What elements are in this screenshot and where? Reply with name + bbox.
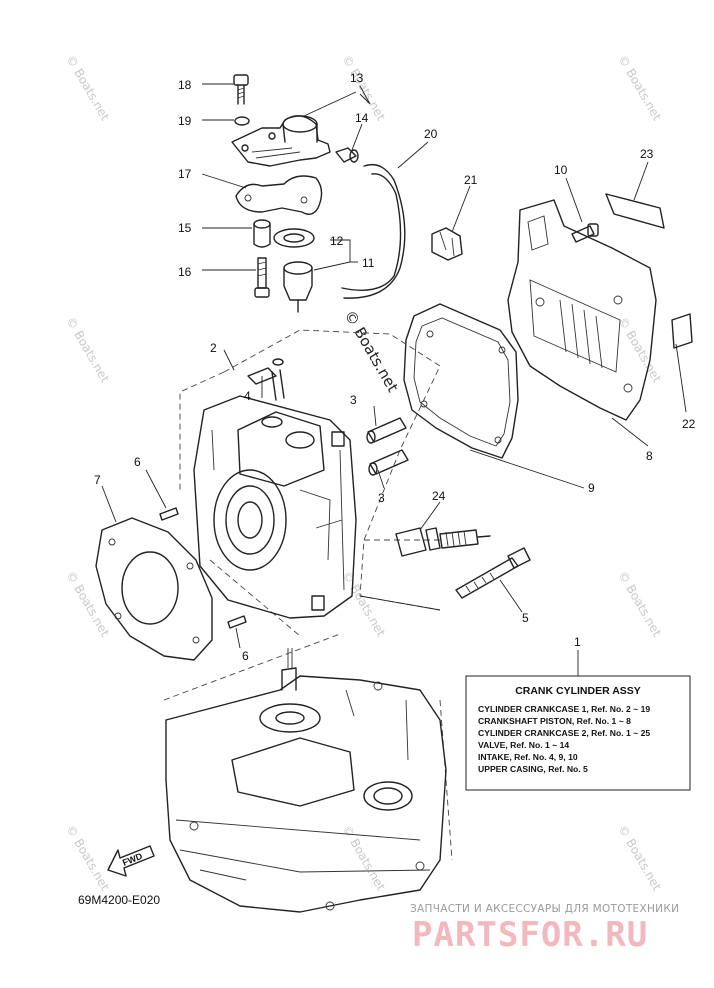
watermark-9: © Boats.net	[63, 823, 112, 894]
callout-1: 1	[574, 635, 581, 649]
callout-18: 18	[178, 78, 192, 92]
callout-12: 12	[330, 234, 344, 248]
part-2-cylinder-block	[193, 395, 357, 619]
part-23-label	[605, 193, 665, 229]
part-21-clip	[431, 227, 463, 261]
assembly-line-1: CYLINDER CRANKCASE 1, Ref. No. 2 ~ 19	[478, 704, 650, 714]
callout-20: 20	[424, 127, 438, 141]
part-5-bolt	[455, 547, 531, 599]
callout-19: 19	[178, 114, 192, 128]
watermark-5: © Boats.net	[615, 315, 664, 386]
watermark-10: © Boats.net	[339, 823, 388, 894]
part-3-sleeve-lower	[368, 449, 409, 476]
brand-logo: PARTSFOR.RU	[412, 915, 648, 955]
part-6-dowel-lower	[227, 615, 247, 629]
callout-6-lower: 6	[242, 649, 249, 663]
part-7-head-gasket	[95, 517, 213, 661]
assembly-title: CRANK CYLINDER ASSY	[515, 685, 641, 697]
assembly-line-6: UPPER CASING, Ref. No. 5	[478, 764, 588, 774]
watermark-11: © Boats.net	[615, 823, 664, 894]
part-24-spark-plug	[395, 527, 491, 557]
callouts: 18 19 13 14 20 17 15 12 11 16 21 10 23 2…	[94, 71, 696, 663]
callout-13: 13	[350, 71, 364, 85]
callout-24: 24	[432, 489, 446, 503]
callout-21: 21	[464, 173, 478, 187]
callout-9: 9	[588, 481, 595, 495]
assembly-line-2: CRANKSHAFT PISTON, Ref. No. 1 ~ 8	[478, 716, 631, 726]
callout-4: 4	[244, 389, 251, 403]
part-6-dowel-upper	[159, 507, 179, 521]
part-14-fitting	[335, 147, 359, 163]
callout-3-lower: 3	[378, 491, 385, 505]
callout-14: 14	[355, 111, 369, 125]
part-22-plate	[671, 313, 693, 349]
part-1-crankcase	[163, 633, 453, 913]
part-4-fitting	[247, 358, 285, 401]
callout-2: 2	[210, 341, 217, 355]
callout-15: 15	[178, 221, 192, 235]
part-19-washer	[234, 116, 250, 126]
watermark-center: © Boats.net	[341, 307, 402, 395]
part-13-thermostat-cover	[231, 115, 331, 167]
part-18-bolt	[233, 74, 249, 105]
part-16-bolt	[254, 257, 270, 298]
watermark-3: © Boats.net	[615, 53, 664, 124]
part-5-guide	[359, 595, 441, 611]
assembly-line-3: CYLINDER CRANKCASE 2, Ref. No. 1 ~ 25	[478, 728, 650, 738]
callout-3-upper: 3	[350, 393, 357, 407]
part-10-bolt	[571, 223, 599, 243]
callout-16: 16	[178, 265, 192, 279]
assembly-line-4: VALVE, Ref. No. 1 ~ 14	[478, 740, 569, 750]
cylinder-group-outline	[179, 329, 441, 637]
watermark-6: © Boats.net	[63, 569, 112, 640]
diagram-code: 69M4200-E020	[78, 893, 160, 907]
watermark-7: © Boats.net	[339, 569, 388, 640]
part-8-exhaust-cover	[507, 199, 657, 421]
callout-11: 11	[362, 256, 375, 270]
forward-arrow-icon: FWD	[107, 845, 155, 877]
callout-10: 10	[554, 163, 568, 177]
part-17-gasket	[235, 175, 323, 215]
part-20-hose	[341, 163, 406, 299]
part-11-thermostat	[283, 261, 313, 313]
part-9-gasket	[403, 303, 519, 459]
leader-lines	[101, 83, 687, 676]
callout-7: 7	[94, 473, 101, 487]
callout-22: 22	[682, 417, 696, 431]
branding: ЗАПЧАСТИ И АКСЕССУАРЫ ДЛЯ МОТОТЕХНИКИ PA…	[410, 903, 679, 955]
part-12-seal	[273, 228, 315, 248]
callout-17: 17	[178, 167, 192, 181]
part-15-collar	[253, 219, 271, 248]
assembly-reference-box: CRANK CYLINDER ASSY CYLINDER CRANKCASE 1…	[465, 675, 691, 791]
brand-tagline: ЗАПЧАСТИ И АКСЕССУАРЫ ДЛЯ МОТОТЕХНИКИ	[410, 903, 679, 915]
part-3-sleeve-upper	[366, 417, 407, 444]
watermark-8: © Boats.net	[615, 569, 664, 640]
callout-8: 8	[646, 449, 653, 463]
watermark-1: © Boats.net	[63, 53, 112, 124]
assembly-line-5: INTAKE, Ref. No. 4, 9, 10	[478, 752, 578, 762]
callout-23: 23	[640, 147, 654, 161]
callout-5: 5	[522, 611, 529, 625]
callout-6-upper: 6	[134, 455, 141, 469]
watermark-4: © Boats.net	[63, 315, 112, 386]
